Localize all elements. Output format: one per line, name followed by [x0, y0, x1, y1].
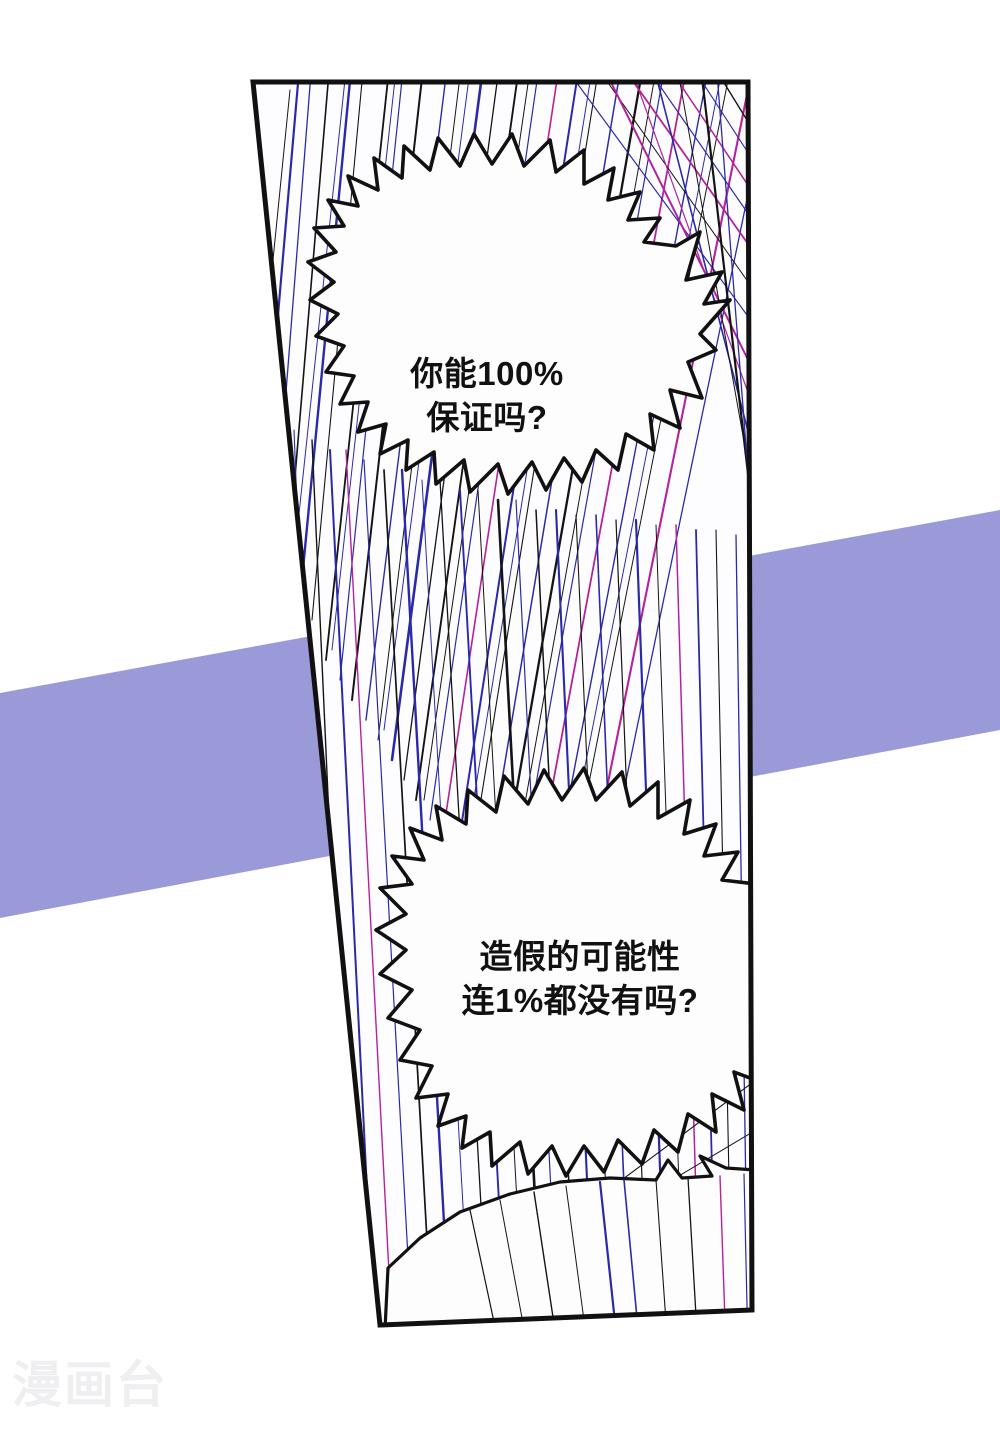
comic-panel [253, 82, 752, 1325]
speech-bubble-top [306, 132, 732, 496]
panel-border [250, 79, 755, 1328]
speech-bubble-partial-shape [382, 1154, 752, 1325]
speech-bubble-top-shape [306, 132, 732, 496]
speech-bubble-bottom-shape [374, 766, 752, 1178]
speech-bubble-bottom [374, 766, 752, 1178]
site-watermark: 漫画台 [12, 1357, 168, 1413]
